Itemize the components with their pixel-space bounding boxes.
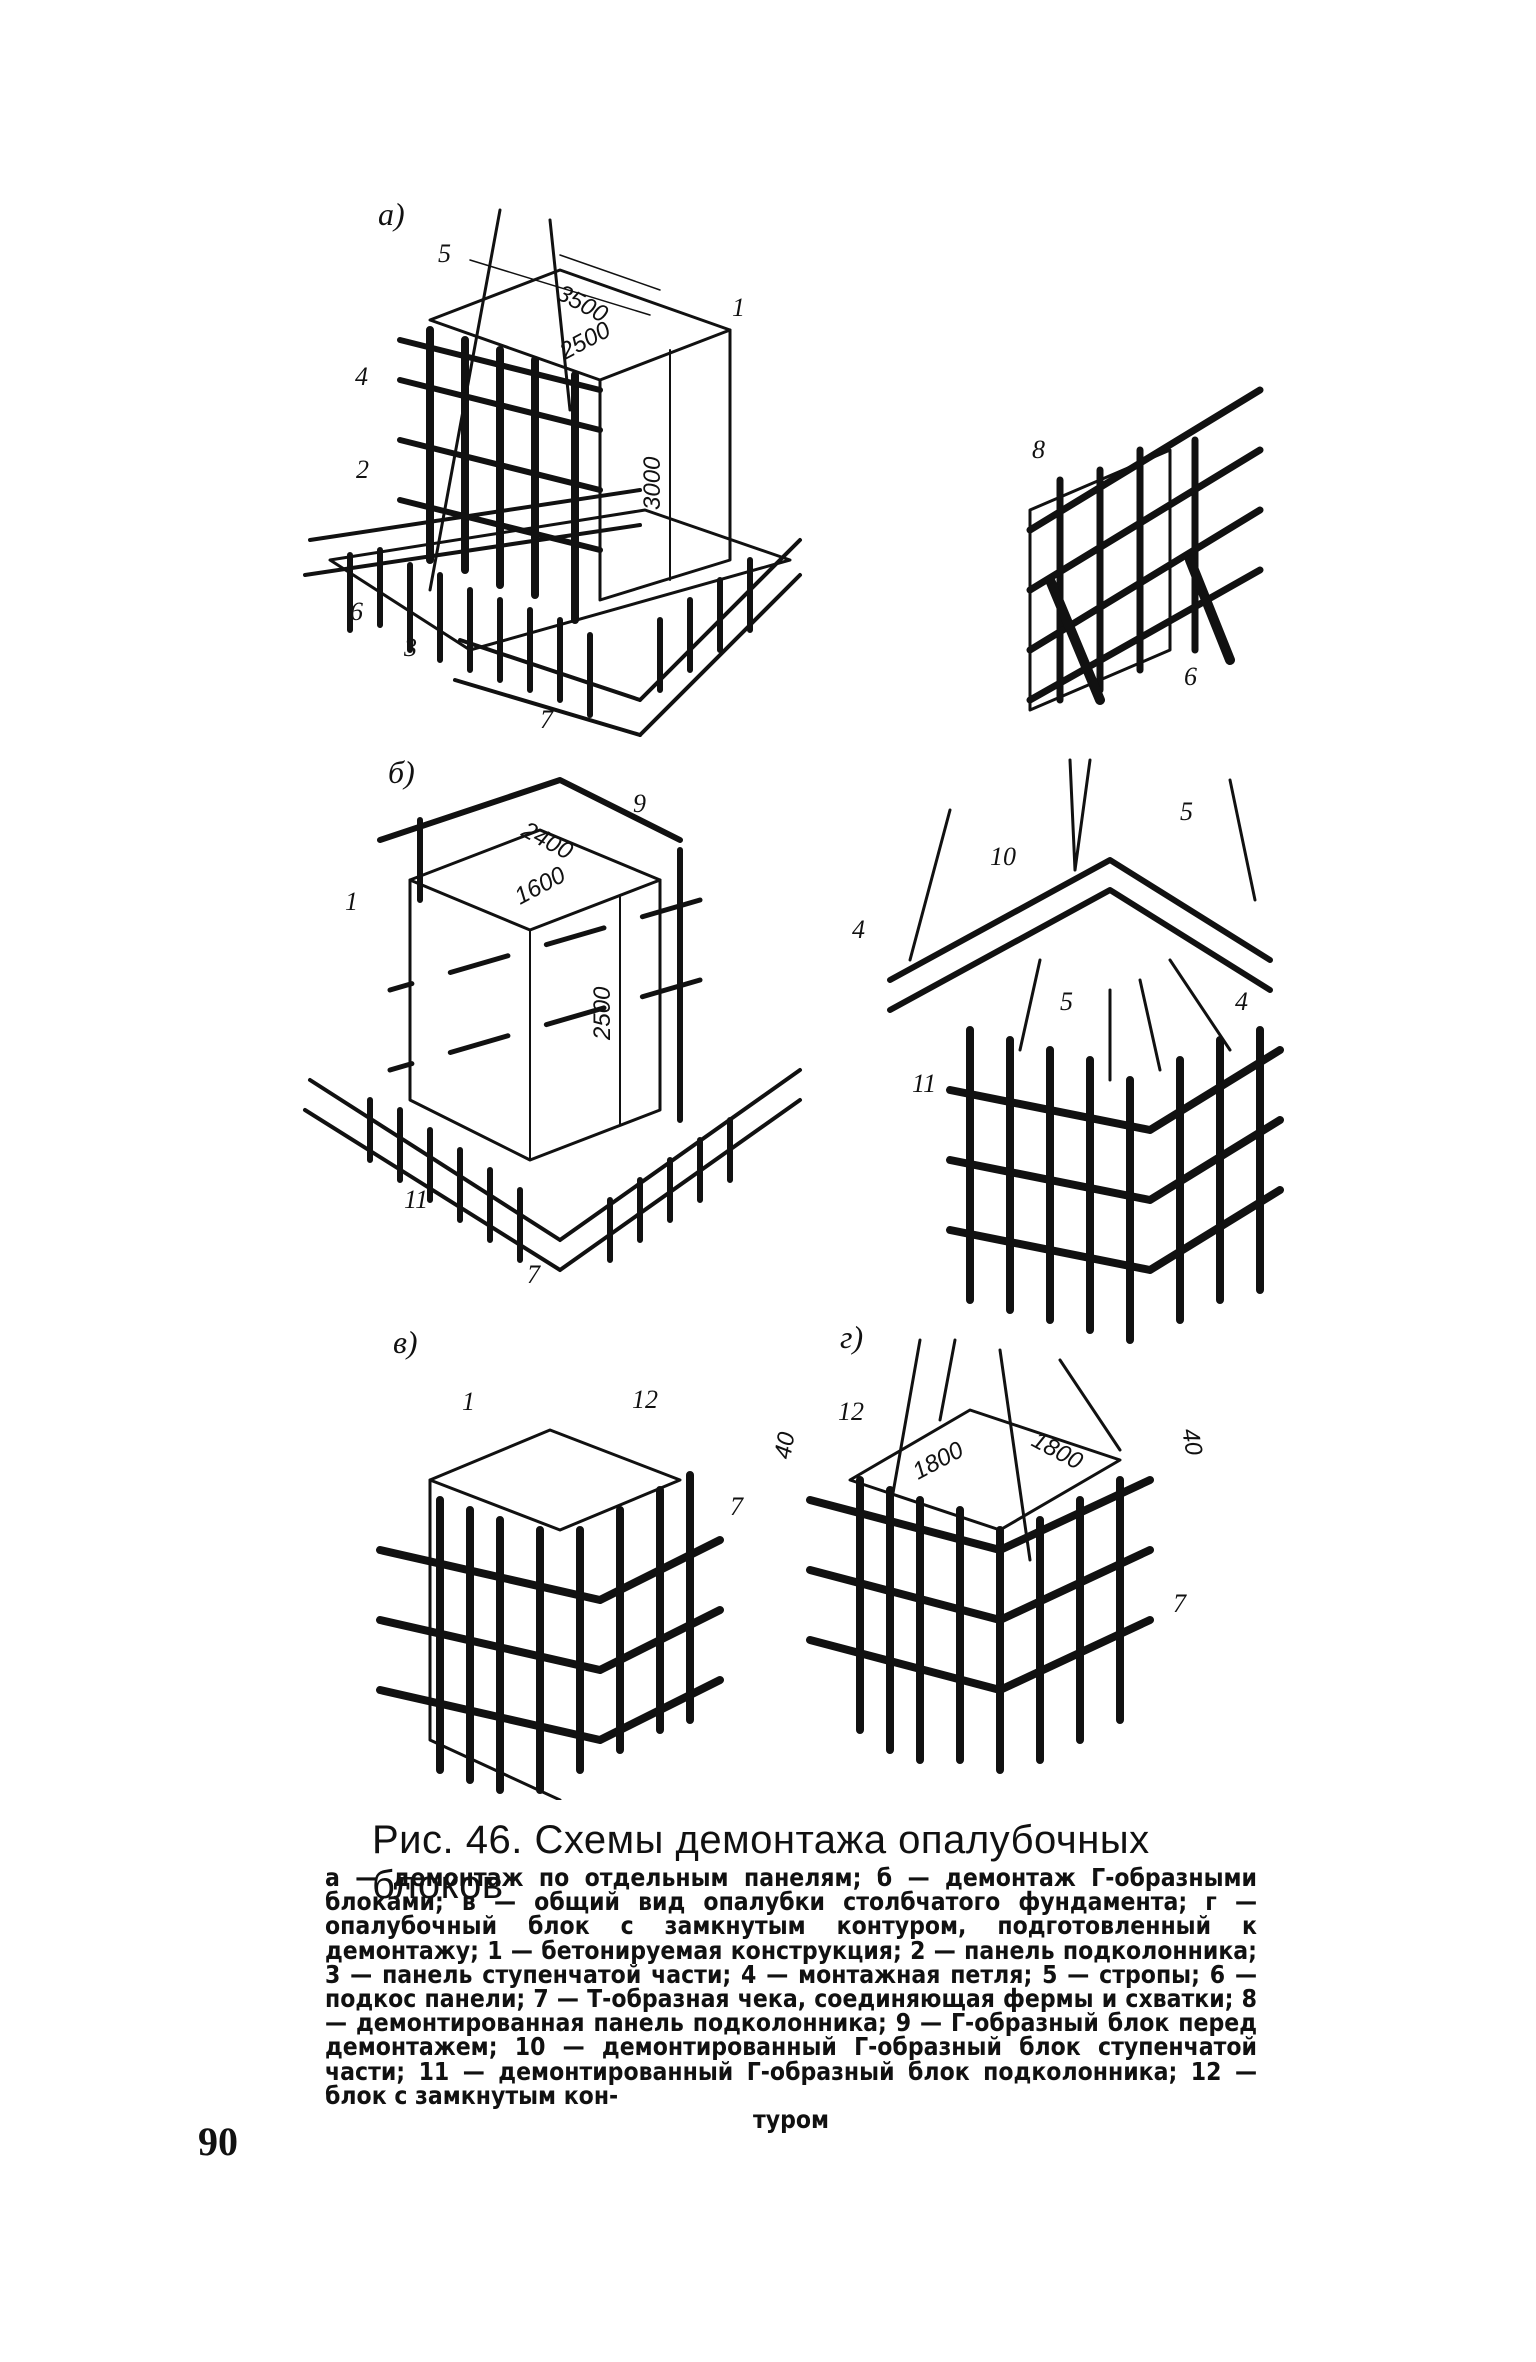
callout-label: 9 [633,789,646,818]
panel-b-label: б) [388,754,415,790]
callout-label: 7 [1173,1589,1187,1618]
formwork-illustration: а) б) в) г) 3500 2500 3000 2400 1600 250… [303,196,1284,1800]
callout-label: 11 [912,1069,936,1098]
callout-label: 8 [1032,435,1045,464]
callout-label: 1 [732,293,745,322]
callout-label: 11 [404,1185,428,1214]
panel-c-drawing [376,1428,724,1800]
dimension-label: 40 [1176,1426,1207,1458]
callout-label: 4 [355,362,368,391]
figure-caption-body: а — демонтаж по отдельным панелям; б — д… [325,1863,1257,2135]
page-number: 90 [198,2119,238,2164]
callout-label: 10 [990,842,1016,871]
panel-a-right-drawing [1026,386,1264,712]
callout-label: 6 [350,597,363,626]
dimension-label: 2500 [589,986,616,1041]
dimension-label: 1800 [908,1436,968,1485]
callout-label: 2 [356,455,369,484]
callout-label: 1 [462,1387,475,1416]
dimension-label: 1800 [1027,1426,1087,1475]
callout-label: 7 [730,1492,744,1521]
callout-label: 12 [632,1385,658,1414]
callout-label: 12 [838,1397,864,1426]
panel-d-label: г) [840,1319,863,1355]
callout-label: 5 [1180,797,1193,826]
callout-label: 7 [527,1260,541,1289]
dimension-label: 3000 [639,456,666,510]
callout-label: 3 [403,633,417,662]
callout-label: 7 [540,705,554,734]
dimension-label: 40 [769,1429,800,1461]
figure-caption-title: Рис. 46. Схемы демонтажа опалубочных бло… [372,1818,1150,1907]
callout-label: 4 [852,915,865,944]
caption-legend-end: туром [752,2105,830,2135]
callout-label: 6 [1184,662,1197,691]
dimension-label: 1600 [510,861,570,910]
panel-c-label: в) [393,1324,418,1360]
callout-label: 5 [438,239,451,268]
panel-b-drawing [303,777,802,1272]
dimension-label: 2400 [516,816,577,866]
caption-legend-text: а — демонтаж по отдельным панелям; б — д… [325,1863,1257,2110]
callout-label: 5 [1060,987,1073,1016]
dimension-label: 2500 [554,316,615,366]
callout-label: 1 [345,887,358,916]
panel-a-drawing [303,208,802,737]
panel-a-label: а) [378,196,405,232]
panel-d-drawing [806,1338,1154,1774]
callout-label: 4 [1235,987,1248,1016]
panel-b-right-drawing [887,758,1284,1344]
